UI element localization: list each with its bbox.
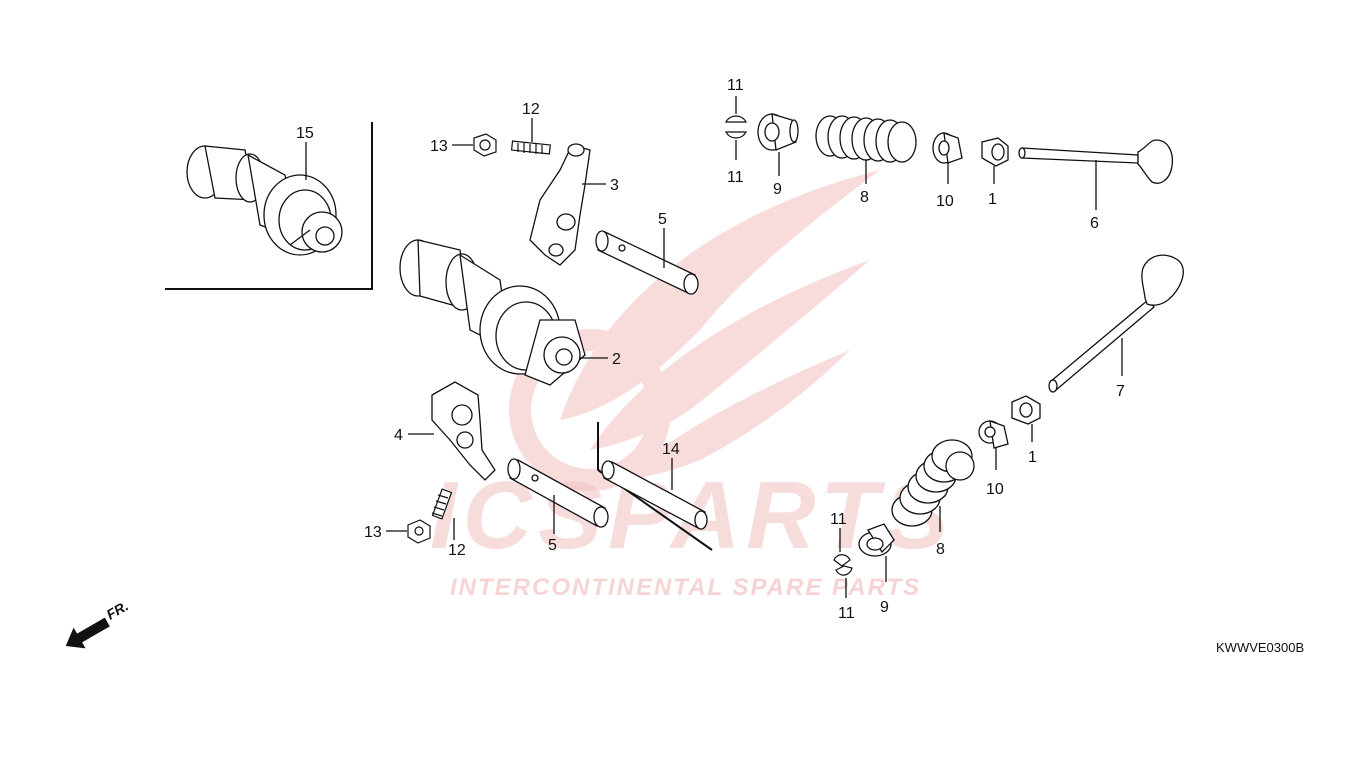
part-2-camshaft[interactable]	[399, 239, 586, 386]
part-11-valve-cotter-upper[interactable]	[725, 115, 747, 139]
callout-5b: 5	[548, 537, 557, 554]
part-1-valve-stem-seal-upper[interactable]	[981, 137, 1009, 167]
callout-15: 15	[296, 125, 314, 142]
callout-11c: 11	[830, 511, 847, 528]
callout-8b: 8	[936, 541, 945, 558]
callout-2: 2	[612, 351, 621, 368]
callout-8a: 8	[860, 189, 869, 206]
callout-1a: 1	[988, 191, 997, 208]
arrow-left-icon	[65, 617, 110, 649]
part-14-dowel-pin[interactable]	[601, 460, 708, 530]
callout-3: 3	[610, 177, 619, 194]
callout-5a: 5	[658, 211, 667, 228]
fr-label: FR.	[104, 597, 132, 622]
part-15-camshaft-assembly[interactable]	[186, 145, 343, 256]
part-12-adjusting-screw-upper[interactable]	[510, 140, 551, 155]
callout-9a: 9	[773, 181, 782, 198]
callout-14: 14	[662, 441, 680, 458]
callout-9b: 9	[880, 599, 889, 616]
watermark-tagline: INTERCONTINENTAL SPARE PARTS	[450, 574, 921, 601]
callout-12b: 12	[448, 542, 466, 559]
part-3-rocker-arm[interactable]	[529, 143, 591, 266]
part-5-rocker-shaft-lower[interactable]	[507, 458, 609, 528]
callout-4: 4	[394, 427, 403, 444]
part-8-valve-spring-upper[interactable]	[815, 115, 917, 163]
part-10-spring-seat-upper[interactable]	[932, 132, 963, 164]
callout-11a: 11	[727, 77, 744, 94]
part-12-adjusting-screw-lower[interactable]	[431, 488, 453, 520]
callout-13a: 13	[430, 138, 448, 155]
part-9-spring-retainer-lower[interactable]	[858, 523, 895, 557]
part-8-valve-spring-lower[interactable]	[891, 439, 975, 527]
callout-6: 6	[1090, 215, 1099, 232]
diagram-code: KWWVE0300B	[1216, 640, 1304, 655]
callout-12a: 12	[522, 101, 540, 118]
callout-1b: 1	[1028, 449, 1037, 466]
part-10-spring-seat-lower[interactable]	[978, 420, 1009, 449]
part-7-exhaust-valve[interactable]	[1048, 254, 1184, 393]
callout-10a: 10	[936, 193, 954, 210]
inset-frame	[165, 122, 373, 290]
part-1-valve-stem-seal-lower[interactable]	[1011, 395, 1041, 425]
part-9-spring-retainer-upper[interactable]	[757, 113, 799, 151]
part-11-valve-cotter-lower[interactable]	[833, 554, 853, 576]
part-13-nut-lower[interactable]	[407, 519, 431, 544]
callout-10b: 10	[986, 481, 1004, 498]
callout-13b: 13	[364, 524, 382, 541]
front-direction-arrow: FR.	[65, 597, 132, 649]
part-4-rocker-arm[interactable]	[431, 381, 496, 481]
part-5-rocker-shaft-upper[interactable]	[595, 230, 699, 295]
part-13-nut-upper[interactable]	[473, 133, 497, 157]
callout-11b: 11	[727, 169, 744, 186]
callout-11d: 11	[838, 605, 855, 622]
wing-logo	[509, 170, 880, 491]
part-6-intake-valve[interactable]	[1018, 139, 1174, 184]
callout-7: 7	[1116, 383, 1125, 400]
